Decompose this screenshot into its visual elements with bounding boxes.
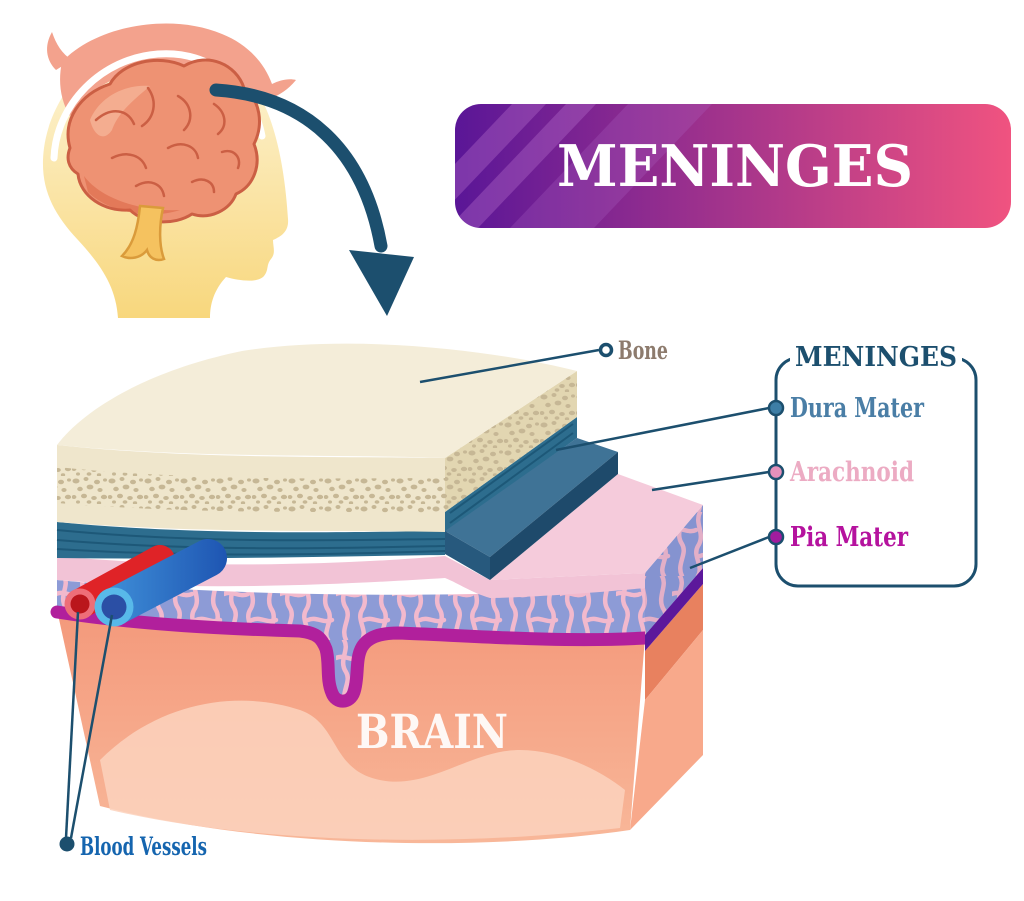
bone-layer [57, 343, 577, 532]
brain-layer-side [630, 584, 703, 830]
brain-gyri-lines [94, 86, 241, 198]
pia-mater-side [645, 568, 703, 651]
bone-right-spongy [445, 371, 577, 512]
banner-title: MENINGES [557, 133, 913, 200]
dura-legend-dot [767, 399, 785, 417]
legend-item-dura-mater: Dura Mater [790, 393, 925, 424]
dura-step-top [445, 438, 618, 557]
brain-label: BRAIN [356, 705, 508, 760]
bone-top-face [57, 343, 577, 458]
brain-shadow [84, 176, 180, 215]
brainstem [119, 204, 166, 262]
curved-arrow-down-icon [209, 83, 414, 316]
arachnoid-leader-line [651, 470, 770, 492]
brain-highlight-blob [100, 700, 625, 840]
legend-title-backdrop [790, 342, 962, 370]
bone-leader-line [419, 348, 600, 384]
blood-vessels-leader-line-1 [64, 611, 80, 839]
hair-tuft [47, 32, 72, 70]
banner-background [455, 104, 1011, 228]
dura-step-front [445, 531, 490, 580]
callout-blood-vessels: Blood Vessels [59, 611, 207, 861]
pia-mater-front [50, 605, 652, 708]
bone-spongy-band [57, 467, 445, 513]
legend-item-pia-mater: Pia Mater [790, 522, 909, 553]
arrow-shaft [209, 83, 388, 253]
blood-vessels [64, 538, 228, 627]
arachnoid-legend-dot [767, 463, 785, 481]
subarachnoid-space-front [57, 580, 645, 701]
arrow-head [349, 250, 414, 316]
legend-item-arachnoid: Arachnoid [789, 457, 914, 488]
blood-vessels-leader-line-2 [69, 614, 114, 839]
subarachnoid-space-side [645, 505, 703, 635]
title-banner: MENINGES [455, 104, 1011, 228]
side-shading [645, 505, 703, 635]
blood-vessels-label: Blood Vessels [80, 832, 207, 861]
brain-layer: BRAIN [57, 610, 645, 844]
legend-box: MENINGES Dura Mater Arachnoid Pia Mater [555, 342, 978, 588]
dura-leader-line [555, 406, 770, 452]
legend-title: MENINGES [795, 342, 957, 373]
dura-mater-step [445, 438, 618, 580]
pia-leader-line [689, 535, 770, 570]
pia-legend-dot [767, 528, 785, 546]
banner-stripes [455, 104, 712, 228]
callout-bone: Bone [419, 336, 668, 384]
meninges-cross-section: BRAIN [50, 343, 703, 844]
blood-vessels-marker-dot [59, 836, 75, 852]
bone-marker-dot [598, 342, 614, 358]
arachnoid-top-face [490, 474, 703, 580]
vein-blue-vessel [94, 538, 228, 627]
dura-step-side [490, 452, 618, 580]
bone-label: Bone [618, 336, 668, 365]
dura-mater-sliver [445, 417, 577, 533]
